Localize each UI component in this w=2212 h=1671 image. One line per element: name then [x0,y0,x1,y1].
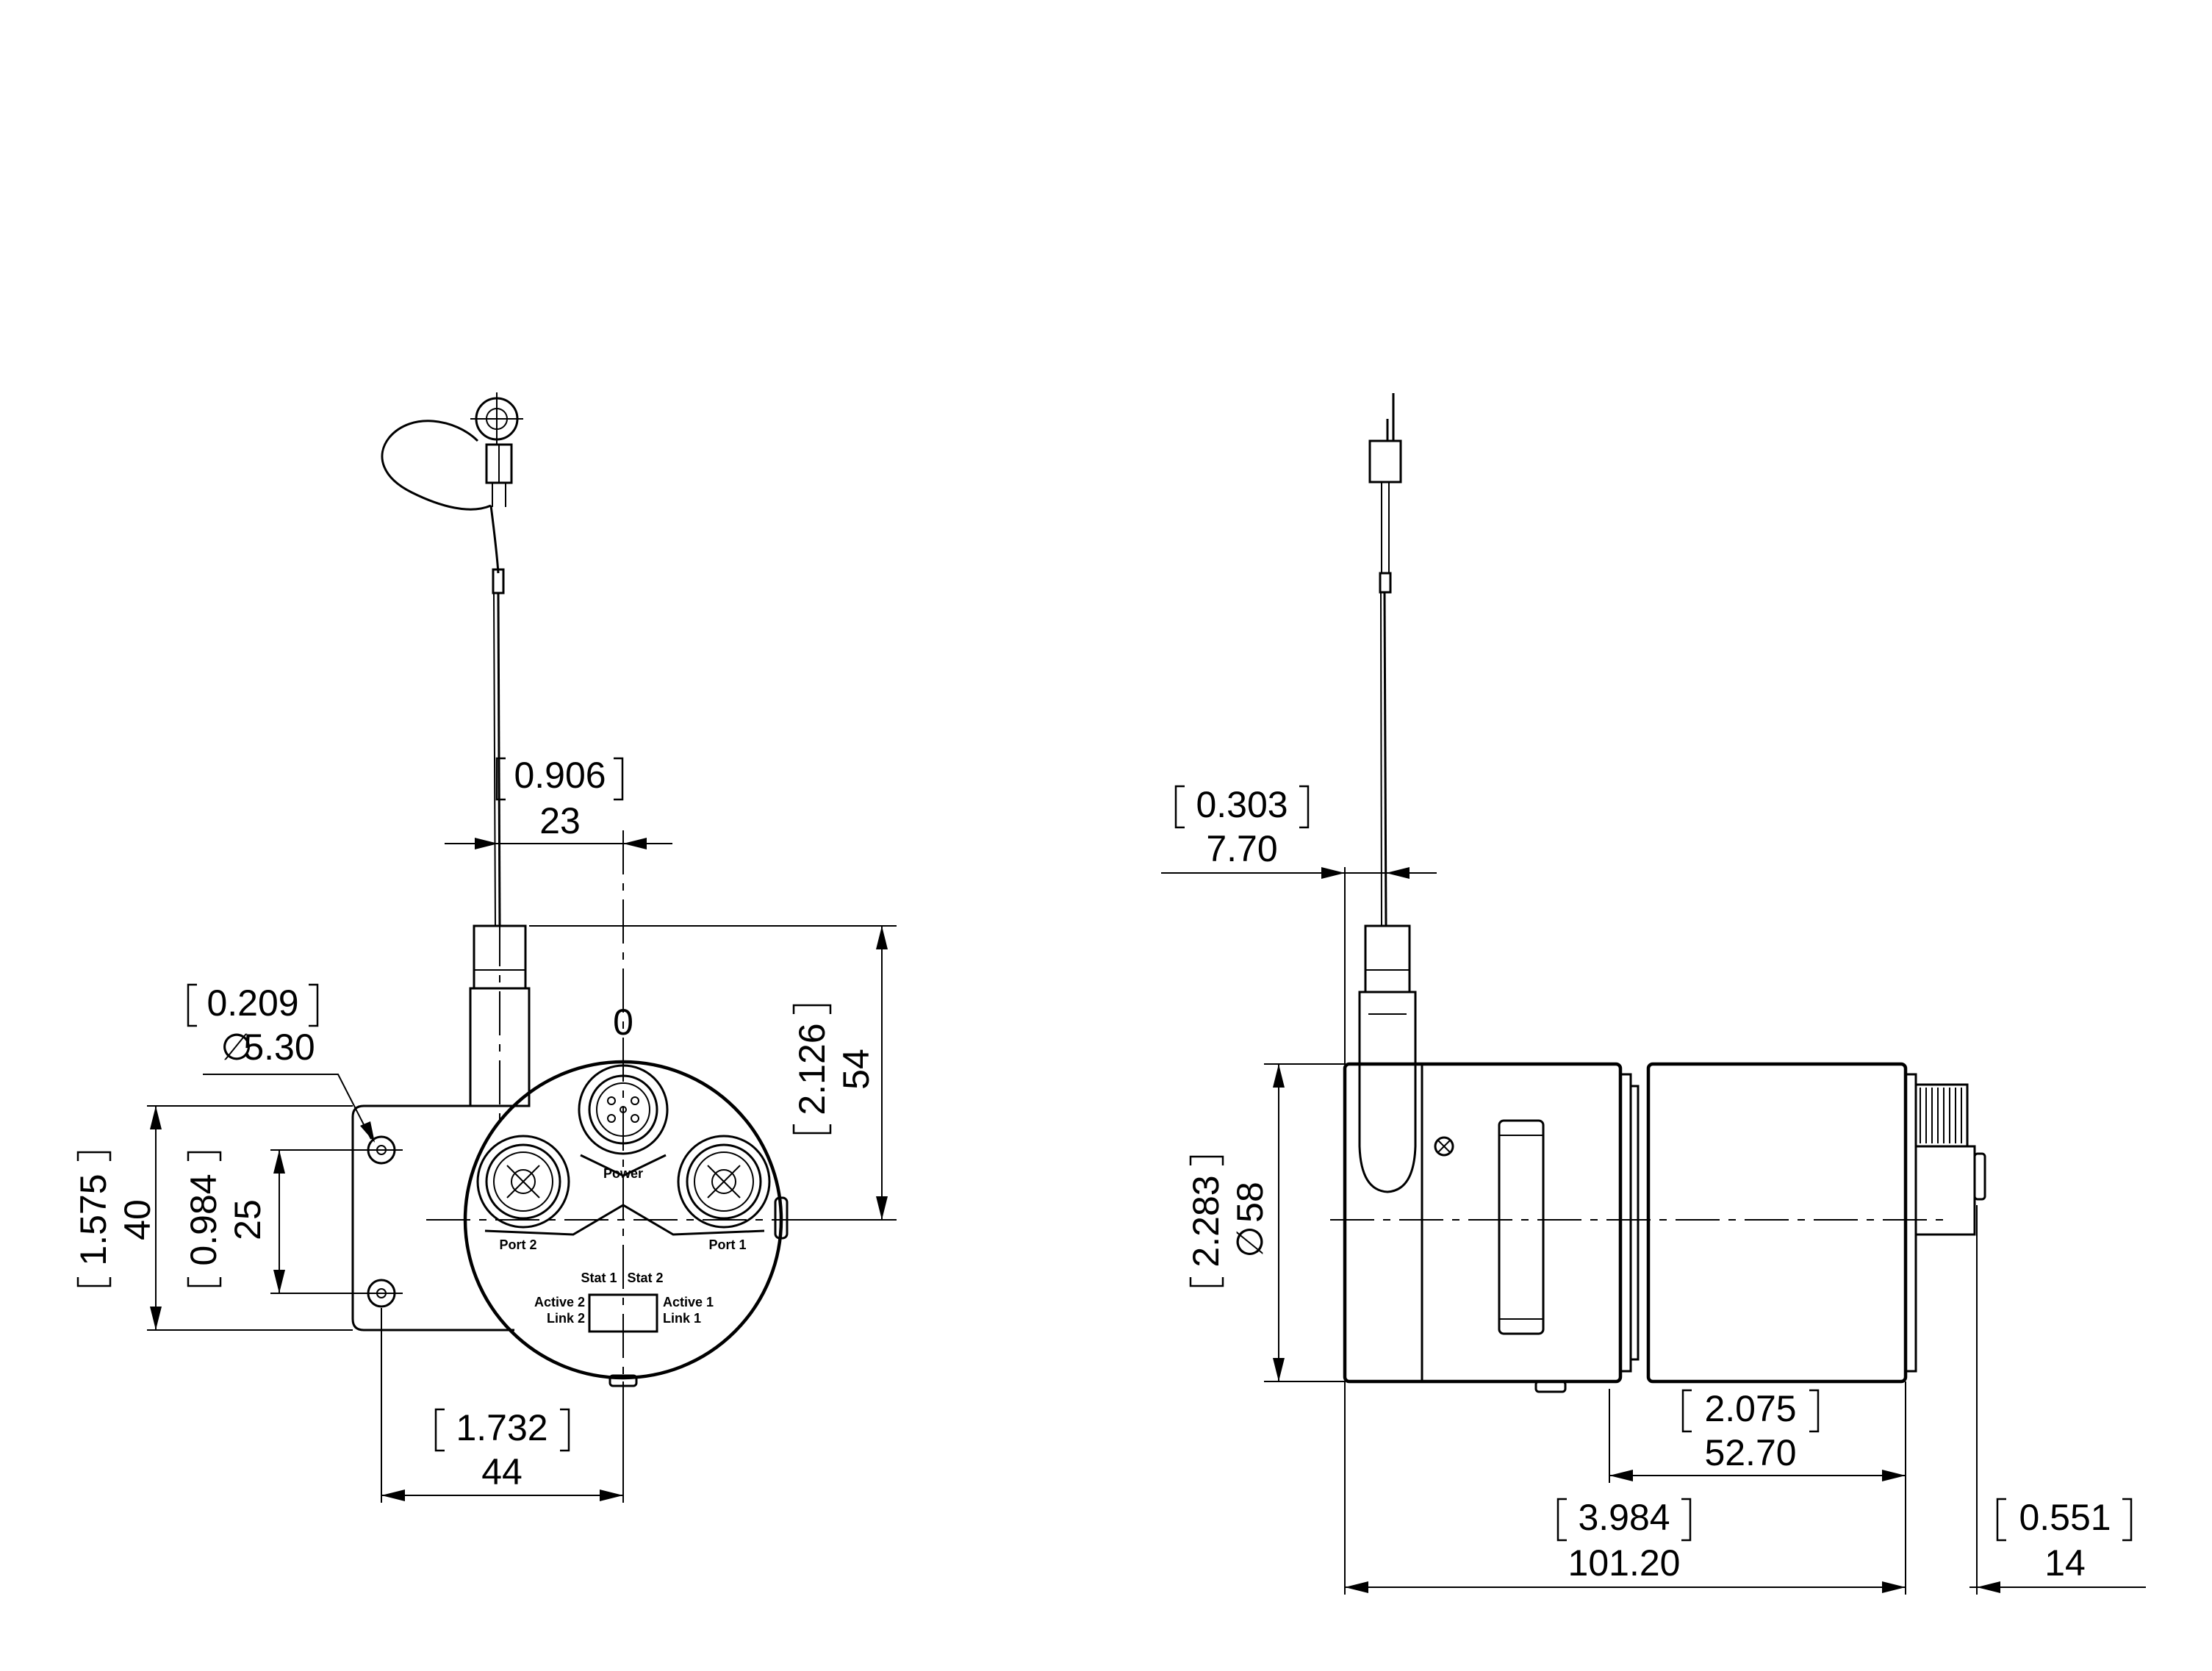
dim-diameter-symbol: ∅ [1229,1226,1271,1258]
port2-label: Port 2 [499,1237,536,1252]
cable-ring-terminal [381,392,523,927]
dim-total-length: 3.984 101.20 [1344,1381,1906,1595]
dim-hole-inch-text: 0.209 [207,982,298,1024]
stat2-label: Stat 2 [627,1271,663,1285]
dim-hole-spacing-inch: 0.984 [183,1174,224,1265]
side-m12-connector [1914,1083,1986,1236]
dim-hole-diameter-symbol: ∅ [220,1027,253,1068]
dim-pivot-offset-mm: 23 [539,800,581,841]
dim-hole-mm: 5.30 [243,1027,315,1068]
dim-hole-spacing: 0.984 25 [183,1149,367,1294]
port2-connector [476,1135,570,1229]
dim-connector: 0.551 14 [1969,1205,2146,1595]
dim-cable-offset-inch: 0.303 [1196,784,1288,825]
dim-mount-height: 1.575 40 [73,1105,353,1331]
cable-gland [469,922,531,1124]
power-connector [578,1064,669,1155]
dim-body-length-inch: 2.075 [1704,1388,1796,1429]
sensor-body-side [1330,1062,1947,1393]
front-view: Power Port 2 Port 1 [73,392,897,1503]
dim-mount-offset-inch: 1.732 [456,1407,547,1448]
side-view: 0.303 7.70 2.283 ∅ 58 [1161,393,2146,1595]
dim-mount-height-mm: 40 [117,1199,158,1240]
side-cable [1368,393,1402,927]
side-cable-gland [1358,924,1417,1193]
link1-label: Link 1 [663,1311,701,1326]
dim-height-inch: 2.126 [791,1023,833,1115]
dim-diameter-mm: 58 [1229,1182,1271,1223]
dim-mount-height-inch: 1.575 [73,1174,114,1265]
port1-connector [677,1135,771,1229]
dim-hole: 0.209 ∅ 5.30 [187,982,375,1143]
stat1-label: Stat 1 [581,1271,617,1285]
dim-pivot-offset-inch: 0.906 [514,755,606,796]
mounting-bracket [351,1104,514,1332]
dim-cable-offset: 0.303 7.70 [1161,784,1437,1064]
led-window [588,1293,658,1333]
dim-cable-offset-mm: 7.70 [1206,828,1277,869]
dim-connector-mm: 14 [2044,1542,2086,1584]
dim-diameter: 2.283 ∅ 58 [1185,1063,1345,1382]
sensor-body-front: Power Port 2 Port 1 [426,830,816,1396]
dim-total-length-inch: 3.984 [1578,1497,1670,1538]
port1-label: Port 1 [708,1237,746,1252]
dim-diameter-inch: 2.283 [1185,1175,1227,1267]
dim-height-mm: 54 [836,1049,877,1090]
link2-label: Link 2 [547,1311,585,1326]
dim-mount-offset-mm: 44 [481,1451,523,1492]
dim-hole-spacing-mm: 25 [227,1199,268,1240]
dim-connector-inch: 0.551 [2019,1497,2111,1538]
dim-zero: 0 [613,1002,633,1043]
active2-label: Active 2 [534,1295,585,1309]
active1-label: Active 1 [663,1295,714,1309]
dim-mount-offset: 1.732 44 [381,1308,624,1503]
power-label: Power [603,1166,643,1181]
dim-body-length-mm: 52.70 [1704,1432,1796,1473]
dim-total-length-mm: 101.20 [1568,1542,1681,1584]
dim-height: 2.126 54 [529,925,897,1221]
screw-icon [1434,1136,1454,1157]
dim-body-length: 2.075 52.70 [1609,1381,1906,1595]
dim-pivot-offset: 0.906 23 [445,755,672,849]
